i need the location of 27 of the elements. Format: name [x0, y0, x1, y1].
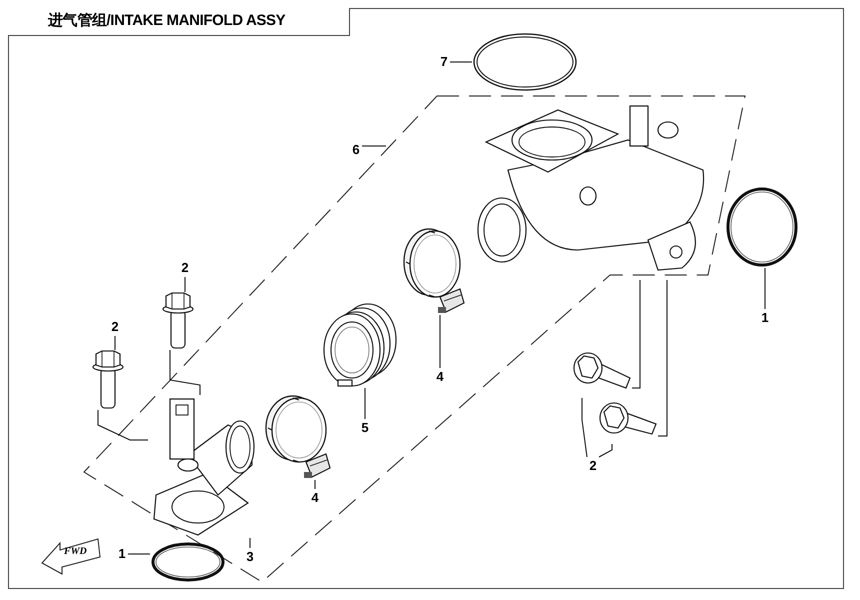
callout-number: 4 — [434, 368, 446, 386]
diagram-title: 进气管组/INTAKE MANIFOLD ASSY — [48, 11, 286, 32]
callout-number: 5 — [359, 419, 371, 437]
o-ring-drawing — [725, 186, 799, 268]
callout-number: 3 — [244, 548, 256, 566]
alignment-line — [658, 280, 668, 436]
callout-number: 1 — [759, 309, 771, 327]
leader-line — [314, 480, 316, 490]
alignment-line — [98, 410, 148, 440]
callout-number: 2 — [179, 259, 191, 277]
callout-number: 1 — [116, 545, 128, 563]
leader-line — [582, 398, 588, 458]
alignment-line — [170, 350, 200, 396]
callout-number: 4 — [309, 489, 321, 507]
leader-line — [114, 336, 116, 350]
alignment-line — [632, 280, 640, 388]
leader-line — [598, 444, 612, 458]
callout-number: 2 — [109, 318, 121, 336]
o-ring-drawing — [150, 541, 226, 583]
leader-line — [184, 276, 186, 292]
callout-number: 2 — [587, 457, 599, 475]
leader-line — [764, 268, 766, 310]
leader-line — [364, 388, 366, 420]
o-ring-drawing — [472, 32, 578, 92]
arrow-label: FWD — [64, 547, 87, 557]
callout-number: 6 — [350, 141, 362, 159]
callout-number: 7 — [438, 53, 450, 71]
